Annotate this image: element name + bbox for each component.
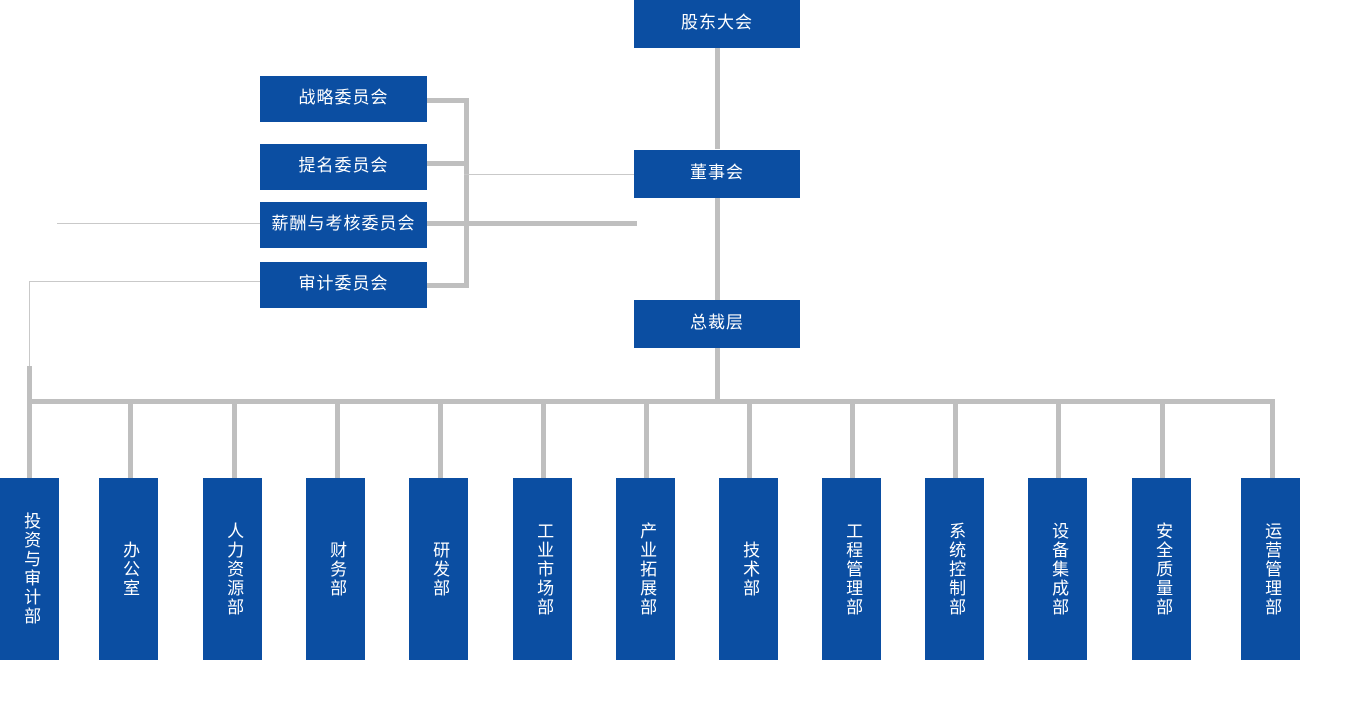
node-strategy-committee-label: 战略委员会	[298, 88, 389, 109]
connector-department-bus	[27, 399, 1274, 404]
node-department-research-development[interactable]: 研发部	[409, 478, 468, 660]
connector-nomination-stub	[427, 161, 469, 166]
node-president-level-label: 总裁层	[690, 313, 744, 334]
connector-drop-finance	[335, 399, 340, 479]
node-president-level[interactable]: 总裁层	[634, 300, 800, 348]
connector-committee-bus	[464, 98, 469, 286]
node-department-equipment-integration[interactable]: 设备集成部	[1028, 478, 1087, 660]
node-department-human-resources-label: 人力资源部	[223, 521, 244, 617]
connector-drop-technology	[747, 399, 752, 479]
node-department-office[interactable]: 办公室	[99, 478, 158, 660]
node-board-of-directors-label: 董事会	[690, 163, 744, 184]
connector-drop-office	[128, 399, 133, 479]
node-department-industrial-market[interactable]: 工业市场部	[513, 478, 572, 660]
node-department-technology[interactable]: 技术部	[719, 478, 778, 660]
node-department-finance-label: 财务部	[326, 540, 347, 598]
connector-drop-research-development	[438, 399, 443, 479]
node-nomination-committee[interactable]: 提名委员会	[260, 144, 427, 190]
node-board-of-directors[interactable]: 董事会	[634, 150, 800, 198]
connector-drop-system-control	[953, 399, 958, 479]
node-department-operations-management[interactable]: 运营管理部	[1241, 478, 1300, 660]
connector-drop-industry-expansion	[644, 399, 649, 479]
node-department-research-development-label: 研发部	[429, 540, 450, 598]
connector-audit-riser-upper	[29, 281, 30, 366]
node-department-technology-label: 技术部	[739, 540, 760, 598]
node-department-office-label: 办公室	[119, 540, 140, 598]
node-nomination-committee-label: 提名委员会	[298, 156, 389, 177]
node-department-system-control[interactable]: 系统控制部	[925, 478, 984, 660]
connector-committee-bus-to-board	[464, 174, 636, 175]
connector-shareholders-to-board	[715, 48, 720, 149]
node-department-engineering-management[interactable]: 工程管理部	[822, 478, 881, 660]
node-shareholders-meeting-label: 股东大会	[681, 13, 753, 34]
connector-president-to-bus	[715, 348, 720, 402]
node-department-safety-quality[interactable]: 安全质量部	[1132, 478, 1191, 660]
node-compensation-committee[interactable]: 薪酬与考核委员会	[260, 202, 427, 248]
node-audit-committee[interactable]: 审计委员会	[260, 262, 427, 308]
connector-board-to-president	[715, 198, 720, 300]
node-department-human-resources[interactable]: 人力资源部	[203, 478, 262, 660]
connector-drop-investment-audit	[27, 399, 32, 479]
node-audit-committee-label: 审计委员会	[298, 274, 389, 295]
node-strategy-committee[interactable]: 战略委员会	[260, 76, 427, 122]
connector-audit-stub	[427, 283, 469, 288]
connector-drop-operations-management	[1270, 399, 1275, 479]
connector-drop-engineering-management	[850, 399, 855, 479]
node-department-investment-audit-label: 投资与审计部	[20, 512, 41, 626]
node-compensation-committee-label: 薪酬与考核委员会	[271, 214, 416, 235]
node-department-engineering-management-label: 工程管理部	[842, 521, 863, 617]
connector-audit-riser-lower	[27, 366, 32, 404]
connector-drop-industrial-market	[541, 399, 546, 479]
node-department-operations-management-label: 运营管理部	[1261, 521, 1282, 617]
node-department-safety-quality-label: 安全质量部	[1152, 521, 1173, 617]
node-department-system-control-label: 系统控制部	[945, 521, 966, 617]
connector-drop-human-resources	[232, 399, 237, 479]
node-shareholders-meeting[interactable]: 股东大会	[634, 0, 800, 48]
node-department-investment-audit[interactable]: 投资与审计部	[0, 478, 59, 660]
node-department-finance[interactable]: 财务部	[306, 478, 365, 660]
connector-audit-left-line	[29, 281, 261, 282]
node-department-industry-expansion-label: 产业拓展部	[636, 521, 657, 617]
connector-strategy-stub	[427, 98, 469, 103]
node-department-industry-expansion[interactable]: 产业拓展部	[616, 478, 675, 660]
node-department-equipment-integration-label: 设备集成部	[1048, 521, 1069, 617]
connector-drop-equipment-integration	[1056, 399, 1061, 479]
node-department-industrial-market-label: 工业市场部	[533, 521, 554, 617]
connector-drop-safety-quality	[1160, 399, 1165, 479]
connector-compensation-left-line	[57, 223, 261, 224]
connector-compensation-right-line	[427, 221, 637, 226]
